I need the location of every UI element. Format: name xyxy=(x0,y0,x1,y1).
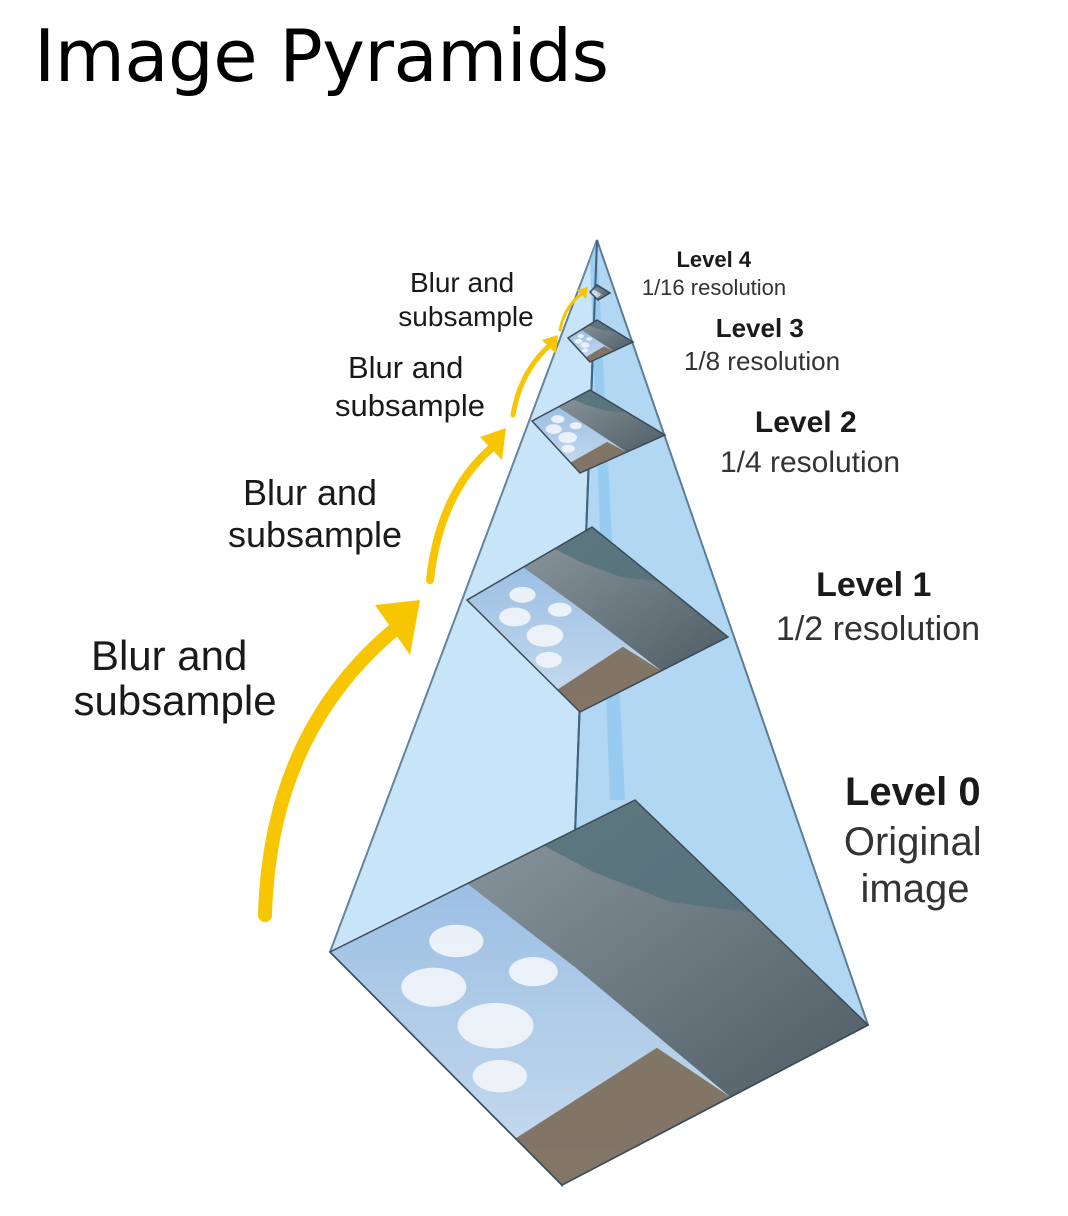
image-plane-level-2 xyxy=(532,390,665,473)
ground-region xyxy=(557,646,662,712)
cloud xyxy=(499,607,531,627)
cloud xyxy=(592,290,595,292)
step-label-1: Blur and subsample xyxy=(73,632,276,724)
cloud xyxy=(586,337,593,341)
cloud xyxy=(581,348,589,353)
arrow-2-head-icon xyxy=(480,428,506,460)
tree-region xyxy=(572,390,628,413)
cloud xyxy=(551,415,565,424)
arrow-1-head-icon xyxy=(375,600,420,655)
image-planes xyxy=(328,284,870,1186)
cloud xyxy=(595,291,598,293)
cloud xyxy=(594,293,597,296)
cloud xyxy=(508,956,558,987)
ground-region xyxy=(596,294,605,300)
step-label-4: Blur and subsample xyxy=(398,267,533,332)
ground-region xyxy=(570,441,627,473)
subsample-arrows xyxy=(258,287,588,922)
level-0-label: Level 0 Original image xyxy=(844,770,986,911)
arrow-4 xyxy=(558,291,585,332)
arrow-3 xyxy=(510,342,553,418)
cloud xyxy=(577,334,584,339)
arrow-3-head-icon xyxy=(542,335,558,354)
cloud xyxy=(472,1059,527,1093)
level-labels: Level 0 Original image Level 1 1/2 resol… xyxy=(642,247,986,911)
cloud xyxy=(457,1002,534,1049)
building-region xyxy=(558,390,665,453)
building-region xyxy=(523,527,728,671)
level-2-label: Level 2 1/4 resolution xyxy=(720,406,900,479)
tree-region xyxy=(588,320,615,331)
step-label-2: Blur and subsample xyxy=(228,472,402,555)
cloud xyxy=(429,924,484,958)
cloud xyxy=(574,338,583,344)
ground-region xyxy=(585,346,614,362)
step-labels: Blur and subsample Blur and subsample Bl… xyxy=(73,267,533,724)
arrow-1 xyxy=(258,618,407,922)
image-plane-level-1 xyxy=(467,527,728,712)
tree-region xyxy=(543,800,752,913)
cloud xyxy=(561,444,575,453)
building-region xyxy=(581,320,633,351)
cloud xyxy=(558,431,577,444)
arrow-2 xyxy=(426,441,499,584)
building-region xyxy=(467,800,868,1097)
ground-region xyxy=(515,1047,731,1185)
cloud xyxy=(580,342,590,348)
cloud xyxy=(569,422,582,430)
level-1-label: Level 1 1/2 resolution xyxy=(776,566,980,648)
cloud xyxy=(526,624,564,647)
cloud xyxy=(535,651,562,668)
slide-title: Image Pyramids xyxy=(34,14,609,98)
level-4-label: Level 4 1/16 resolution xyxy=(642,247,786,300)
cloud xyxy=(509,586,536,603)
image-plane-level-3 xyxy=(568,320,633,362)
tree-region xyxy=(554,527,660,582)
level-3-label: Level 3 1/8 resolution xyxy=(684,313,840,376)
image-plane-level-0 xyxy=(330,800,868,1185)
cloud xyxy=(547,602,572,617)
arrow-4-head-icon xyxy=(577,287,588,299)
cloud xyxy=(401,967,467,1007)
cloud xyxy=(545,424,562,434)
step-label-3: Blur and subsample xyxy=(335,350,485,423)
cloud xyxy=(592,292,595,294)
